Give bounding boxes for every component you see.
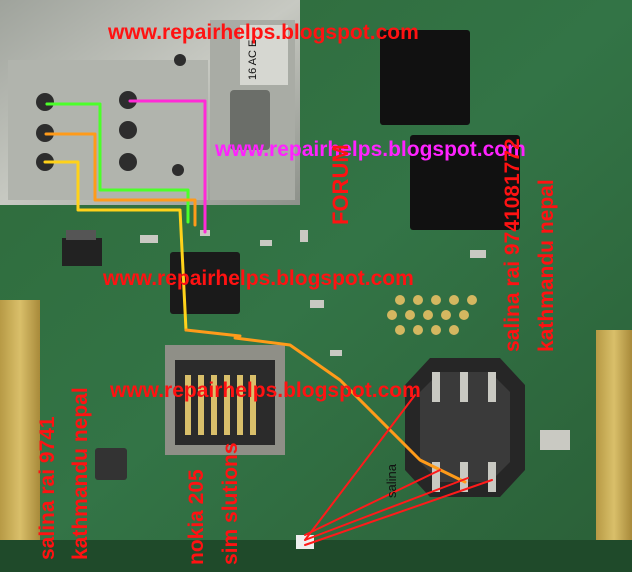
watermark-middle-magenta: www.repairhelps.blogspot.com — [215, 138, 526, 161]
label-forum: FORUM — [328, 144, 353, 225]
label-contact-right-2: kathmandu nepal — [535, 179, 558, 352]
wire-traces — [43, 99, 493, 546]
label-contact-right-1: salina rai 9741081772 — [501, 138, 524, 352]
label-contact-left-2: kathmandu nepal — [69, 387, 92, 560]
gold-edge-right — [596, 330, 632, 540]
watermark-center: www.repairhelps.blogspot.com — [103, 267, 414, 290]
watermark-top: www.repairhelps.blogspot.com — [108, 21, 419, 44]
gold-edge-left — [0, 300, 40, 562]
label-salina: salina — [384, 464, 399, 498]
center-ic — [170, 252, 240, 314]
sim-tray-marking: 16 AC E — [247, 39, 259, 80]
chip-mid-right — [410, 135, 520, 230]
regulator-chip — [62, 238, 102, 266]
card-connector — [165, 345, 285, 455]
label-contact-left-1: salina rai 9741 — [36, 416, 59, 560]
chip-top-right — [380, 30, 470, 125]
octagon-socket — [405, 358, 525, 497]
coil — [95, 448, 127, 480]
watermark-lower: www.repairhelps.blogspot.com — [110, 379, 421, 402]
label-model-2: sim slutions — [219, 442, 242, 565]
gold-pad-array — [387, 295, 477, 335]
label-model-1: nokia 205 — [185, 469, 208, 565]
gold-edge-bottom — [0, 540, 632, 572]
